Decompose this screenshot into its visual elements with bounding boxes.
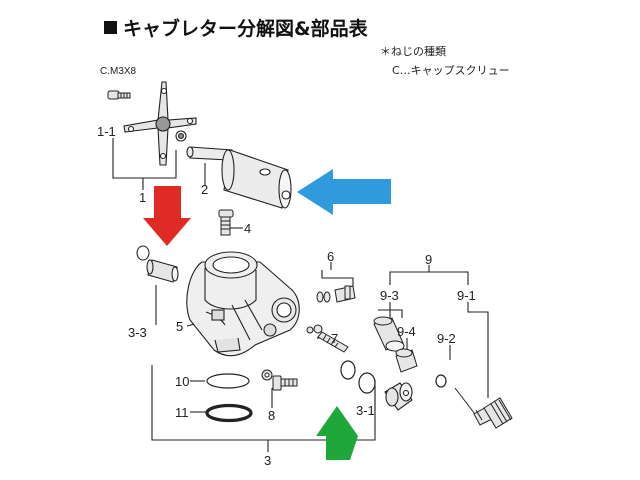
label-8: 8 [268, 408, 276, 423]
fitting-part-3-3 [146, 259, 179, 283]
label-7: 7 [331, 331, 339, 346]
leader-9-bracket [389, 271, 469, 285]
leader-9-1 [467, 302, 489, 398]
screw-type-c-note: C…キャップスクリュー [392, 64, 510, 77]
title-text: キャブレター分解図&部品表 [123, 18, 368, 40]
label-1-1: 1-1 [97, 124, 116, 139]
label-3-1: 3-1 [356, 403, 375, 418]
o-ring-part-10 [206, 373, 250, 389]
screw-part-4 [218, 209, 234, 236]
label-4: 4 [244, 221, 252, 236]
label-9: 9 [425, 252, 433, 267]
label-10: 10 [175, 374, 190, 389]
page-title: キャブレター分解図&部品表 [104, 14, 368, 41]
label-9-3: 9-3 [380, 288, 399, 303]
leader-6-bracket [321, 270, 354, 290]
valve-part-3-1 [384, 382, 413, 411]
red-arrow [143, 186, 191, 246]
screw-part-8 [272, 375, 298, 391]
cap-screw-c-m3x8 [107, 90, 131, 100]
title-square-bullet [104, 21, 117, 34]
screw-types-heading: ＊ねじの種類 [380, 45, 446, 58]
throttle-rotor-part-2 [186, 146, 292, 209]
label-5: 5 [176, 319, 184, 334]
o-ring-part-11 [205, 403, 253, 423]
carburetor-body-part-5 [186, 251, 300, 357]
label-2: 2 [201, 182, 209, 197]
needle-holder-part-9-3 [373, 316, 405, 352]
label-3-3: 3-3 [128, 325, 147, 340]
o-ring-part-3-1 [340, 360, 376, 394]
label-3: 3 [264, 453, 272, 468]
label-c-m3x8: C.M3X8 [100, 66, 137, 77]
needle-part-7 [306, 324, 349, 353]
needle-valve-part-9-1 [454, 387, 513, 429]
label-9-4: 9-4 [397, 324, 416, 339]
nipple-part-6 [316, 285, 356, 303]
leader-9-3-bracket [378, 309, 403, 318]
label-1: 1 [139, 190, 147, 205]
label-9-2: 9-2 [437, 331, 456, 346]
label-9-1: 9-1 [457, 288, 476, 303]
label-11: 11 [175, 405, 189, 420]
washer-part-8 [261, 369, 273, 381]
blue-arrow [297, 169, 391, 215]
throttle-arm-part-1 [123, 81, 197, 166]
spacer-part-9-4 [395, 348, 418, 373]
green-arrow [316, 406, 358, 460]
label-6: 6 [327, 249, 335, 264]
ring-part-3-3 [136, 245, 150, 261]
o-ring-part-9-2 [435, 374, 447, 388]
